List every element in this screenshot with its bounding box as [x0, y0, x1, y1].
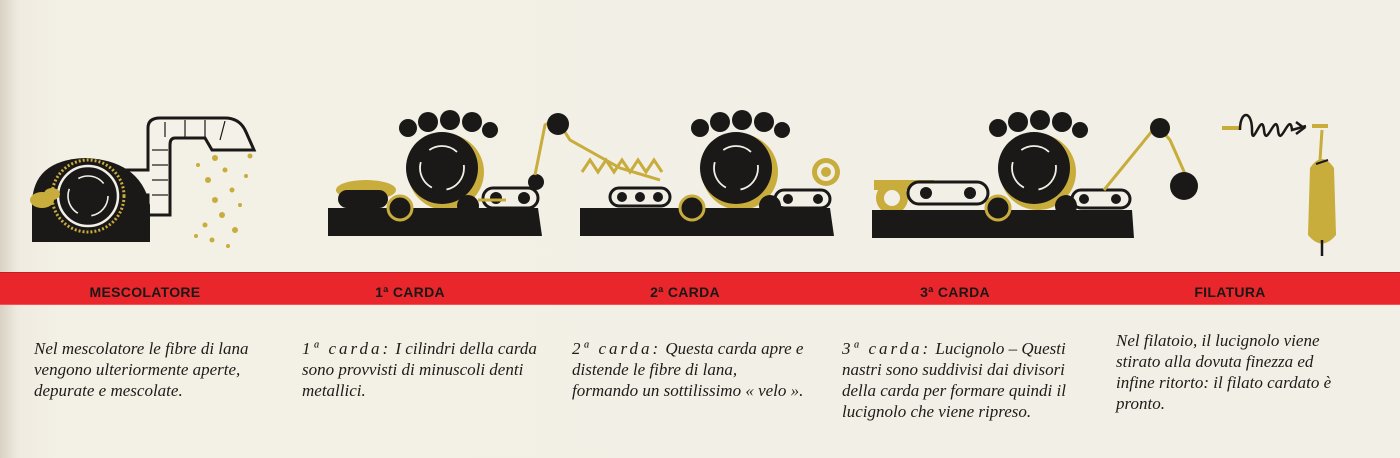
- description-card-2: 2ª carda: Questa carda apre e distende l…: [572, 339, 804, 400]
- spinning-machine: [1222, 113, 1336, 256]
- card-machine-3: [872, 110, 1198, 238]
- stage-label-mixer: MESCOLATORE: [89, 284, 201, 300]
- stage-label-card-1: 1ª CARDA: [375, 284, 445, 300]
- stage-label-card-3: 3ª CARDA: [920, 284, 990, 300]
- description-prefix: 3ª carda:: [842, 339, 932, 358]
- stage-band: [0, 272, 1400, 305]
- description-card-3: 3ª carda: Lucignolo – Questi nastri sono…: [842, 339, 1066, 421]
- description-mixer: Nel mescolatore le fibre di lana vengono…: [34, 339, 249, 400]
- card-machine-2: [580, 110, 840, 236]
- mixer-machine: [30, 116, 257, 248]
- description-prefix: 1ª carda:: [302, 339, 392, 358]
- stage-label-card-2: 2ª CARDA: [650, 284, 720, 300]
- veil-transfer: [533, 113, 664, 182]
- description-card-1: 1ª carda: I cilindri della carda sono pr…: [302, 339, 537, 400]
- process-illustrations: [30, 110, 1336, 256]
- description-spinning: Nel filatoio, il lucignolo viene stirato…: [1116, 331, 1332, 413]
- card-machine-1: [328, 110, 544, 236]
- stage-label-spinning: FILATURA: [1194, 284, 1266, 300]
- description-prefix: 2ª carda:: [572, 339, 662, 358]
